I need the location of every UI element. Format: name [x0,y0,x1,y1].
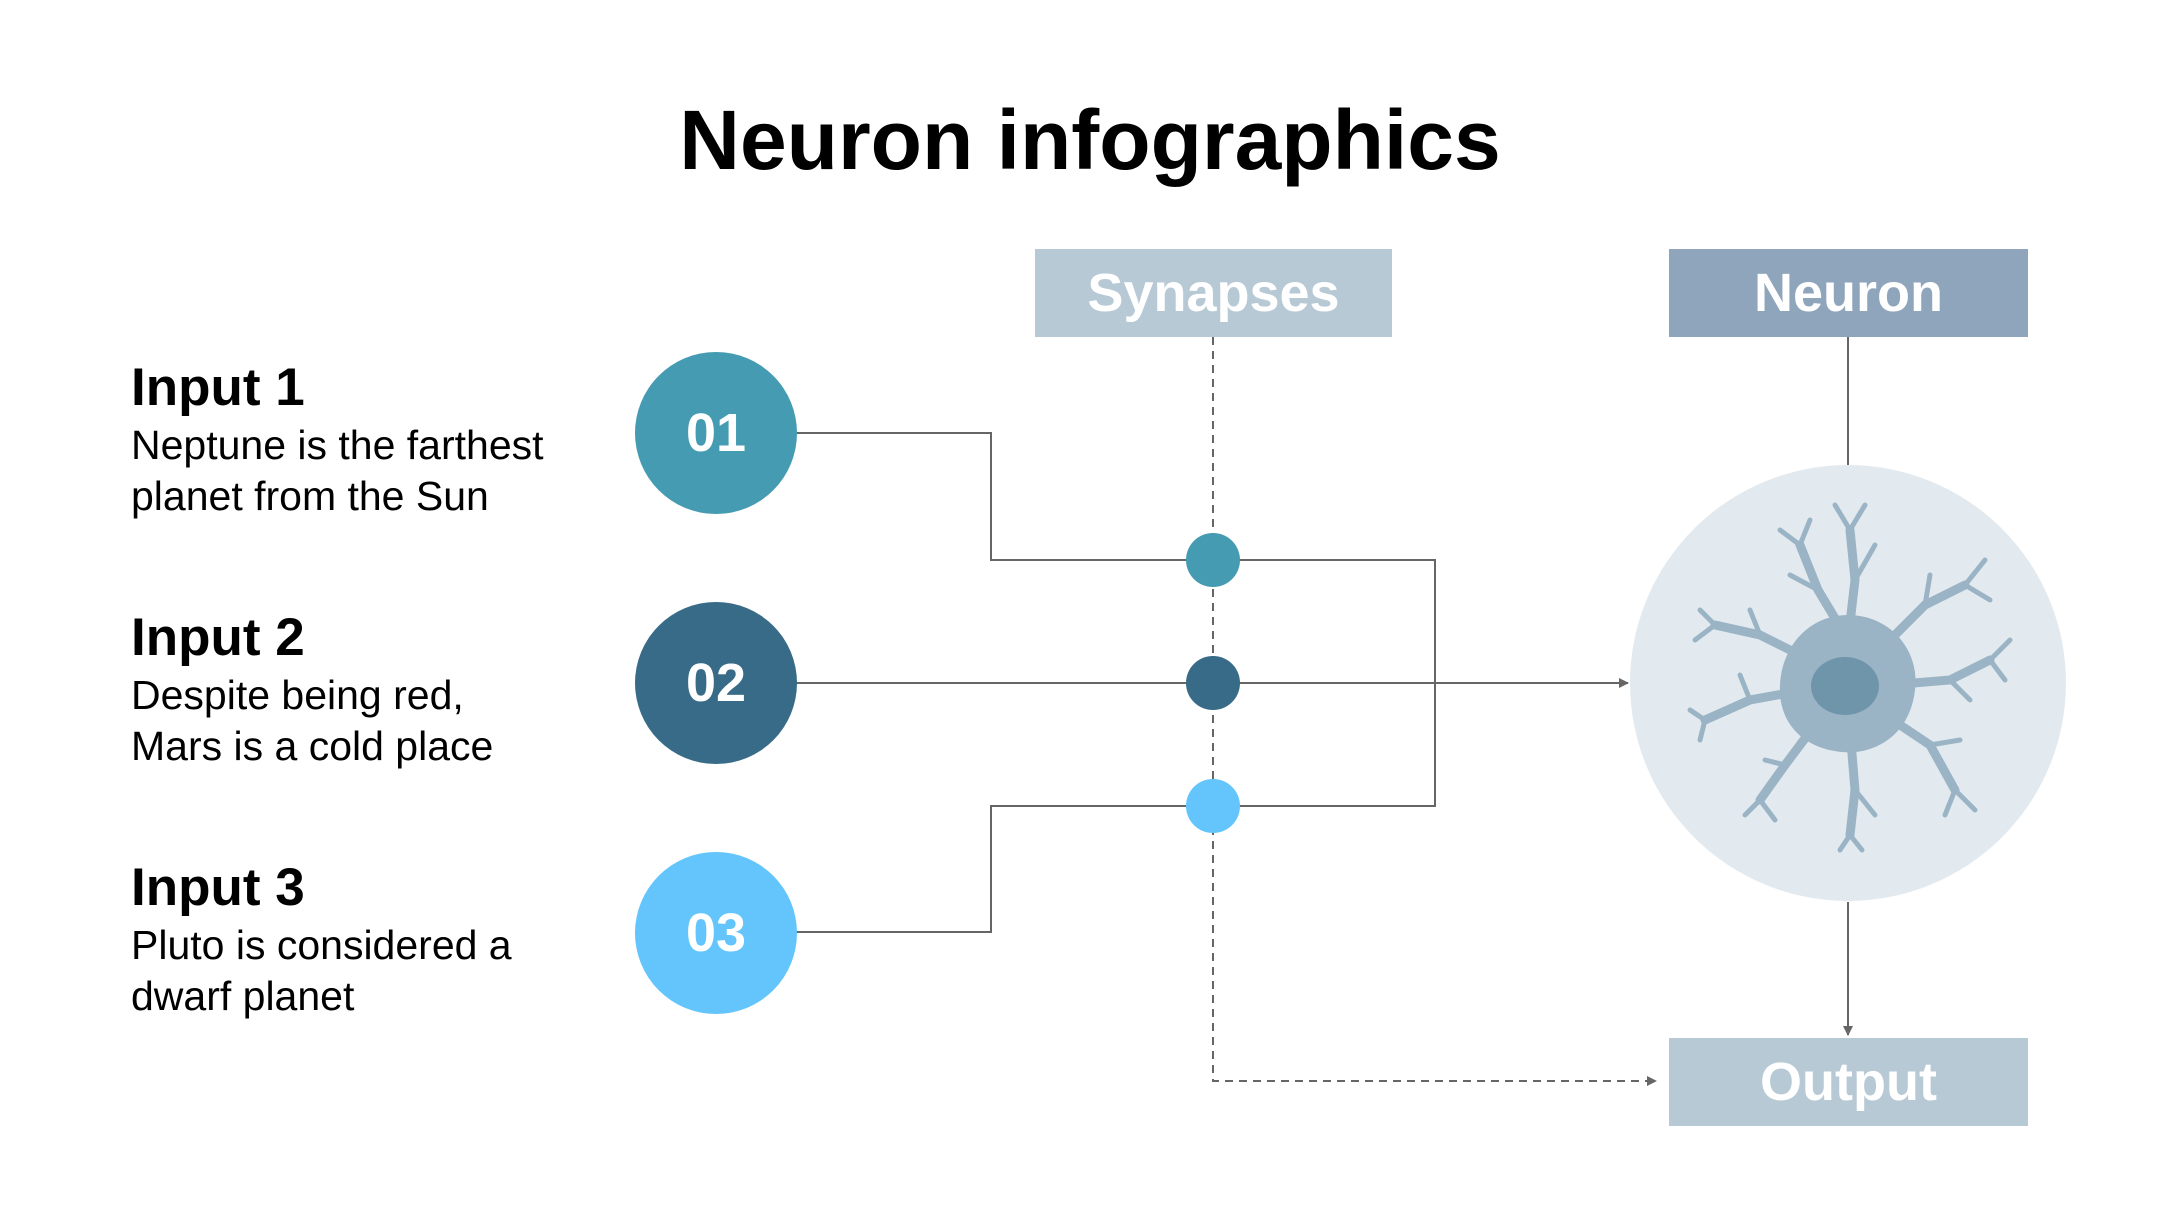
neuron-box: Neuron [1669,249,2028,337]
output-label: Output [1760,1052,1937,1112]
synapses-box: Synapses [1035,249,1392,337]
input-2-heading: Input 2 [131,608,305,667]
input-2-line-1: Despite being red, [131,671,464,718]
neuron-nucleus [1811,657,1879,715]
input-1-line-1: Neptune is the farthest [131,421,544,468]
input-3-line-2: dwarf planet [131,972,355,1019]
output-box: Output [1669,1038,2028,1126]
input-1-number: 01 [685,403,747,463]
input-1-connector [795,432,1436,683]
input-1-line-2: planet from the Sun [131,472,489,519]
input-3-description: Pluto is considered a dwarf planet [131,920,651,1022]
input-2-number-circle: 02 [635,602,797,764]
input-1-block: Input 1 Neptune is the farthest planet f… [131,360,651,522]
input-1-description: Neptune is the farthest planet from the … [131,420,651,522]
input-3-number-circle: 03 [635,852,797,1014]
synapses-label: Synapses [1087,263,1340,323]
synapse-dot-3 [1186,779,1240,833]
input-3-line-1: Pluto is considered a [131,921,512,968]
input-1-number-circle: 01 [635,352,797,514]
synapse-dot-2 [1186,656,1240,710]
synapse-dot-1 [1186,533,1240,587]
synapses-dashed-line [1212,337,1657,1086]
page-title: Neuron infographics [679,93,1501,187]
input-1-heading: Input 1 [131,358,305,417]
input-2-line-2: Mars is a cold place [131,722,494,769]
input-3-number: 03 [685,903,747,963]
input-3-block: Input 3 Pluto is considered a dwarf plan… [131,860,651,1022]
neuron-label: Neuron [1754,263,1943,323]
input-3-heading: Input 3 [131,858,305,917]
input-2-number: 02 [685,653,747,713]
input-3-connector [795,683,1436,933]
input-2-description: Despite being red, Mars is a cold place [131,670,651,772]
input-2-block: Input 2 Despite being red, Mars is a col… [131,610,651,772]
